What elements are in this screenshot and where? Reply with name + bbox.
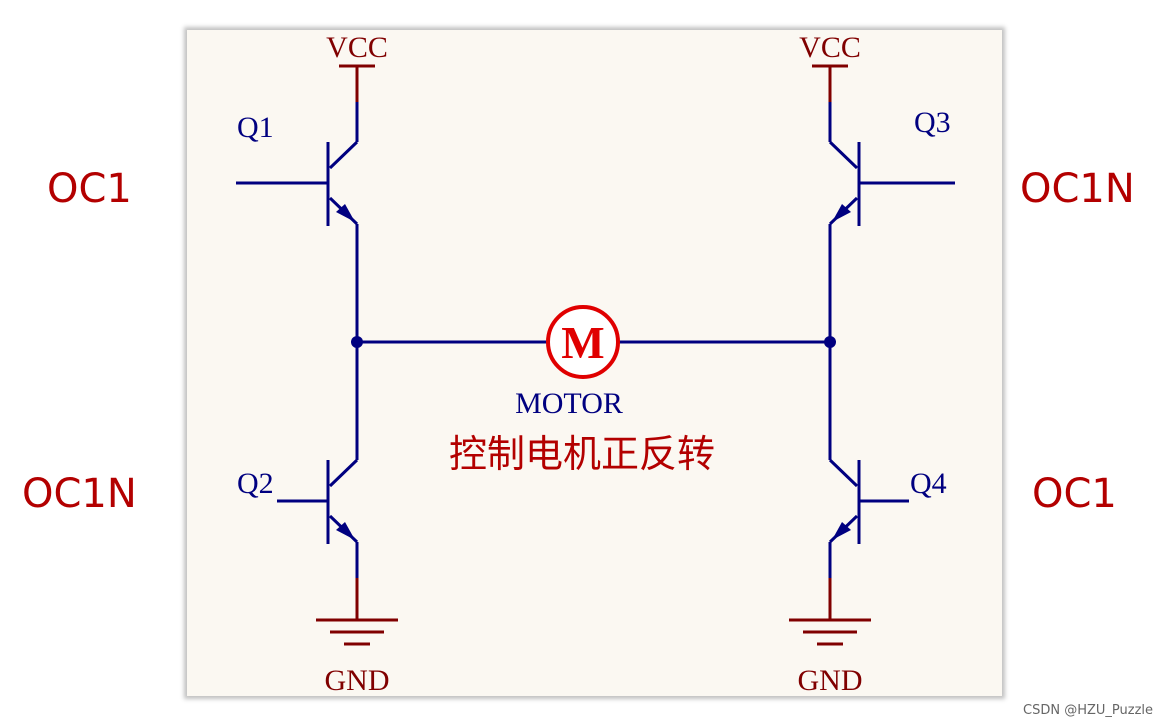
wires <box>355 288 832 425</box>
gnd-left-label: GND <box>325 664 390 696</box>
transistor-q1 <box>236 102 359 288</box>
transistor-q2 <box>277 425 359 578</box>
vcc-right-symbol <box>812 64 848 102</box>
side-label-bottom-right: OC1 <box>1032 471 1117 517</box>
q2-label: Q2 <box>237 467 274 500</box>
diagram-caption: 控制电机正反转 <box>449 432 715 476</box>
motor-label: MOTOR <box>515 387 623 420</box>
gnd-right-label: GND <box>798 664 863 696</box>
q3-label: Q3 <box>914 106 951 139</box>
vcc-left-symbol <box>339 64 375 102</box>
vcc-right-label: VCC <box>799 31 861 64</box>
side-label-bottom-left: OC1N <box>22 471 137 517</box>
transistor-q4 <box>828 425 909 578</box>
motor-symbol <box>546 305 620 379</box>
h-bridge-schematic: VCC VCC Q1 Q3 <box>236 31 955 696</box>
junction-left <box>351 336 363 348</box>
side-label-top-right: OC1N <box>1020 166 1135 212</box>
ground-left-symbol <box>316 578 398 646</box>
q4-label: Q4 <box>910 467 947 500</box>
q1-label: Q1 <box>237 111 274 144</box>
vcc-left-label: VCC <box>326 31 388 64</box>
motor-glyph: M <box>561 317 604 368</box>
side-label-top-left: OC1 <box>47 166 132 212</box>
schematic-panel: VCC VCC Q1 Q3 <box>187 30 1002 696</box>
transistor-q3 <box>828 102 955 288</box>
junction-right <box>824 336 836 348</box>
ground-right-symbol <box>789 578 871 646</box>
watermark: CSDN @HZU_Puzzle <box>1023 703 1153 718</box>
